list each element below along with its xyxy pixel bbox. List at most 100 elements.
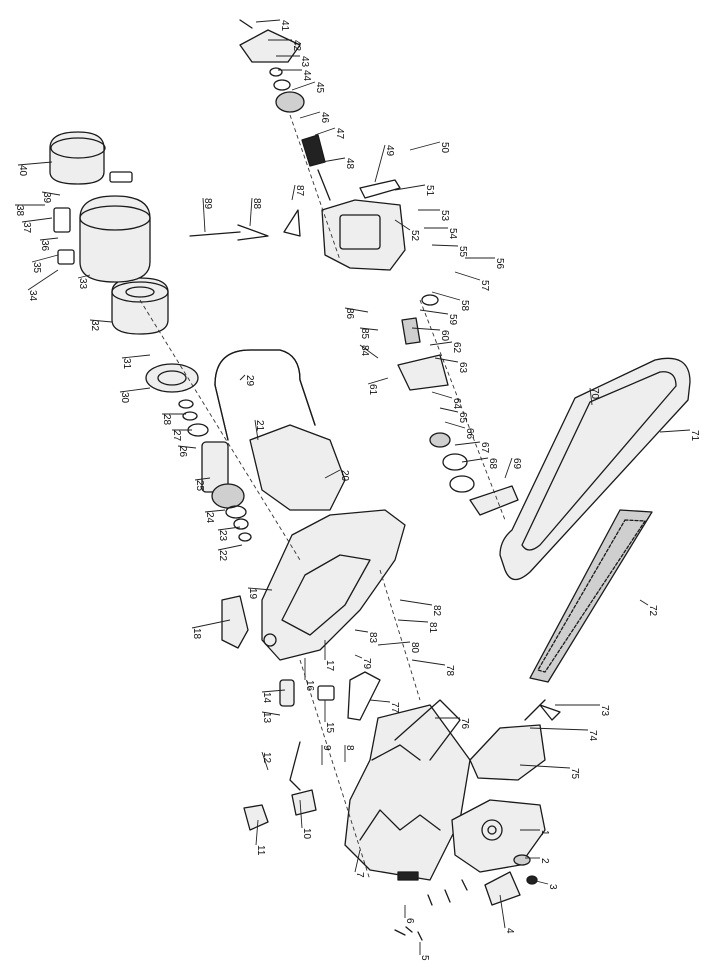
part-number-59: 59	[447, 314, 458, 326]
bar-plate	[469, 485, 519, 516]
leader-line-77	[369, 699, 391, 703]
leader-line-22	[217, 544, 243, 551]
leader-line-4	[499, 894, 506, 929]
leader-line-82	[399, 599, 433, 606]
leader-line-29	[239, 374, 246, 381]
part-number-79: 79	[361, 658, 372, 670]
part-number-76: 76	[459, 718, 470, 730]
part-number-58: 58	[459, 300, 470, 312]
leader-line-67	[454, 441, 481, 446]
part-number-20: 20	[339, 470, 350, 482]
part-number-65: 65	[457, 412, 468, 424]
part-number-55: 55	[457, 246, 468, 258]
part-number-21: 21	[254, 420, 265, 432]
part-number-23: 23	[217, 530, 228, 542]
leader-line-37	[21, 217, 53, 223]
part-number-71: 71	[689, 430, 700, 442]
leader-line-55	[431, 244, 459, 247]
leader-line-61	[367, 377, 389, 385]
leader-line-62	[429, 341, 453, 346]
part-number-33: 33	[77, 278, 88, 290]
part-number-24: 24	[204, 512, 215, 524]
part-number-88: 88	[251, 198, 262, 210]
leader-line-20	[324, 469, 341, 479]
part-number-62: 62	[451, 342, 462, 354]
leader-line-14	[261, 689, 286, 693]
part-number-45: 45	[314, 82, 325, 94]
part-number-77: 77	[389, 702, 400, 714]
part-number-1: 1	[539, 830, 550, 836]
part-number-8: 8	[344, 745, 355, 751]
leader-line-32	[89, 319, 113, 323]
leader-line-21	[254, 419, 259, 441]
leader-line-85	[359, 327, 379, 331]
part-number-41: 41	[279, 20, 290, 32]
leader-line-46	[299, 111, 321, 119]
leader-line-83	[354, 629, 369, 633]
part-number-63: 63	[457, 362, 468, 374]
part-number-38: 38	[14, 205, 25, 217]
part-number-11: 11	[255, 845, 266, 856]
part-number-19: 19	[247, 588, 258, 600]
leader-line-24	[204, 509, 226, 513]
part-number-31: 31	[121, 358, 132, 370]
part-number-32: 32	[89, 320, 100, 332]
part-number-66: 66	[464, 428, 475, 440]
part-number-73: 73	[599, 705, 610, 717]
leader-line-41	[255, 19, 281, 23]
leader-line-40	[17, 161, 53, 166]
leader-line-12	[261, 751, 269, 771]
callouts: 1234567891011121314151617181920212223242…	[14, 19, 700, 961]
part-number-69: 69	[511, 458, 522, 470]
part-number-2: 2	[539, 858, 550, 864]
part-number-7: 7	[354, 872, 365, 878]
leader-line-49	[374, 144, 386, 183]
leader-line-47	[314, 127, 336, 136]
part-number-72: 72	[647, 605, 658, 617]
leader-line-48	[321, 157, 346, 163]
part-number-44: 44	[301, 70, 312, 82]
motor-housing	[79, 195, 151, 283]
front-handle	[214, 349, 316, 426]
part-number-16: 16	[304, 680, 315, 692]
part-number-82: 82	[431, 605, 442, 617]
part-number-22: 22	[217, 550, 228, 562]
leader-line-19	[247, 587, 273, 591]
hand-guard	[221, 595, 249, 649]
part-number-18: 18	[191, 628, 202, 640]
part-number-74: 74	[587, 730, 598, 742]
part-number-83: 83	[367, 632, 378, 644]
part-number-54: 54	[447, 228, 458, 240]
part-number-17: 17	[324, 660, 335, 672]
leader-line-69	[504, 457, 513, 479]
leader-line-26	[177, 445, 197, 449]
part-number-37: 37	[21, 222, 32, 234]
part-number-89: 89	[202, 198, 213, 210]
leader-line-68	[461, 457, 489, 463]
part-number-48: 48	[344, 158, 355, 170]
leader-line-50	[409, 141, 441, 151]
leader-line-10	[299, 799, 303, 829]
leader-line-51	[394, 184, 426, 191]
leader-line-39	[41, 191, 61, 196]
sprocket-cover	[451, 799, 546, 873]
assembly-axes	[139, 114, 506, 881]
leader-line-11	[255, 819, 259, 846]
bearing-ring	[145, 363, 199, 393]
gearbox	[321, 199, 406, 271]
leader-line-87	[291, 184, 296, 201]
leader-line-3	[531, 879, 549, 885]
part-number-6: 6	[404, 918, 415, 924]
guide-bar	[499, 357, 691, 581]
leader-line-18	[191, 619, 231, 629]
leader-line-65	[439, 407, 459, 413]
leader-line-33	[77, 274, 91, 279]
part-number-26: 26	[177, 446, 188, 458]
oil-tank	[469, 724, 546, 781]
part-number-10: 10	[301, 828, 312, 840]
part-number-40: 40	[17, 165, 28, 177]
part-number-27: 27	[171, 430, 182, 442]
part-number-57: 57	[479, 280, 490, 292]
part-number-81: 81	[427, 622, 438, 634]
